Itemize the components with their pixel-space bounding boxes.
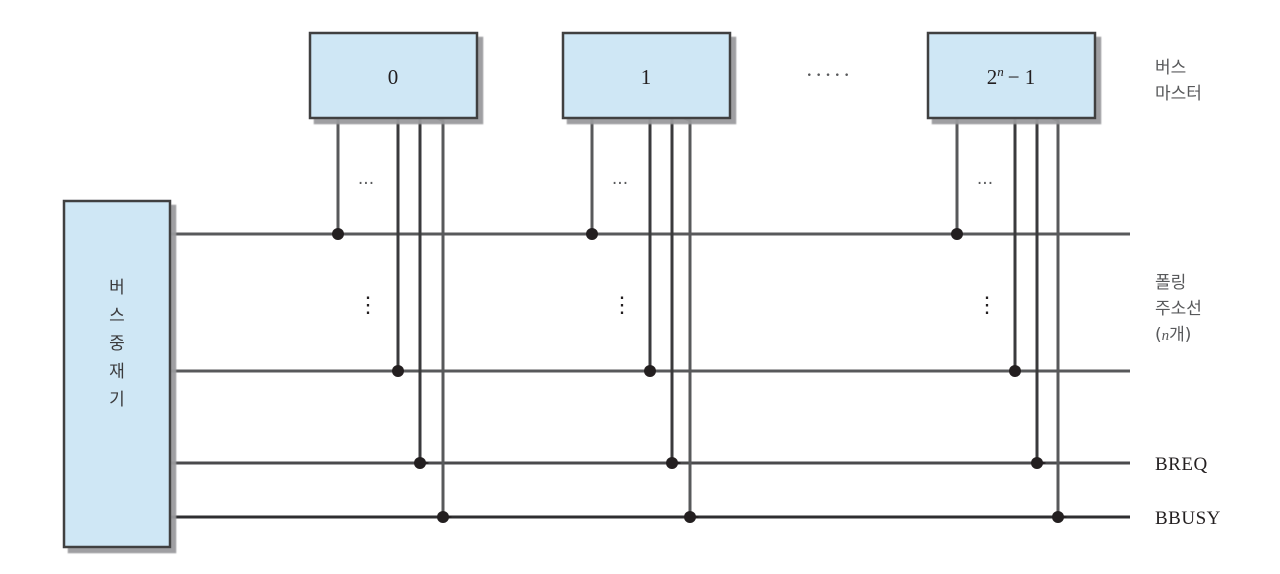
master-0-connections: ··· ⋮ [332,112,453,523]
polling-count-close: 개) [1169,325,1191,345]
master-n-column-ellipsis: ··· [977,174,993,194]
bus-master-label-line-1: 마스터 [1155,84,1202,104]
bus-master-label: 버스 마스터 [1155,58,1202,104]
polling-address-label-line-1: 주소선 [1155,299,1202,319]
master-1-rect[interactable] [561,31,732,120]
master-1-breq-junction [666,457,678,469]
master-1-bbusy-junction [684,511,696,523]
master-0-rect[interactable] [308,31,479,120]
master-0-vertical-ellipsis: ⋮ [357,292,379,317]
master-n-rect[interactable] [926,31,1097,120]
master-n-label-suffix: − 1 [1008,65,1036,89]
master-n-box[interactable]: 2n − 1 [926,31,1097,120]
bus-arbiter-box[interactable]: 버 스 중 재 기 [62,199,172,549]
breq-label: BREQ [1155,454,1208,475]
bus-master-label-line-0: 버스 [1155,58,1186,78]
master-n-breq-junction [1031,457,1043,469]
master-0-poll-top-junction [332,228,344,240]
master-0-breq-junction [414,457,426,469]
polling-count-open: ( [1155,325,1162,345]
bus-arbiter-label-char-4: 기 [109,390,125,410]
master-1-label: 1 [641,65,652,89]
master-1-box[interactable]: 1 [561,31,732,120]
masters-horizontal-ellipsis: ····· [806,62,853,87]
master-n-label-superscript: n [997,64,1004,79]
polling-count-n: n [1162,328,1170,344]
master-0-bbusy-junction [437,511,449,523]
master-1-poll-bottom-junction [644,365,656,377]
master-n-connections: ··· ⋮ [951,112,1068,523]
bus-arbiter-label-char-1: 스 [109,306,125,326]
bus-arbiter-label-char-0: 버 [109,278,125,298]
master-0-label: 0 [388,65,399,89]
master-1-column-ellipsis: ··· [612,174,628,194]
master-1-vertical-ellipsis: ⋮ [611,292,633,317]
master-0-poll-bottom-junction [392,365,404,377]
bus-arbiter-label-char-3: 재 [109,362,125,382]
master-n-bbusy-junction [1052,511,1064,523]
polling-address-label-line-2: (n개) [1155,325,1191,345]
polling-address-label: 폴링 주소선 (n개) [1155,273,1202,345]
master-n-vertical-ellipsis: ⋮ [976,292,998,317]
master-1-connections: ··· ⋮ [586,112,700,523]
polling-address-label-line-0: 폴링 [1155,273,1186,293]
bbusy-label: BBUSY [1155,508,1221,529]
master-0-column-ellipsis: ··· [358,174,374,194]
master-n-label-base: 2 [987,65,998,89]
master-n-poll-bottom-junction [1009,365,1021,377]
master-n-label: 2n − 1 [987,64,1036,89]
master-n-poll-top-junction [951,228,963,240]
master-0-box[interactable]: 0 [308,31,479,120]
bus-arbiter-rect[interactable] [62,199,172,549]
bus-arbiter-label-char-2: 중 [109,334,125,354]
master-1-poll-top-junction [586,228,598,240]
